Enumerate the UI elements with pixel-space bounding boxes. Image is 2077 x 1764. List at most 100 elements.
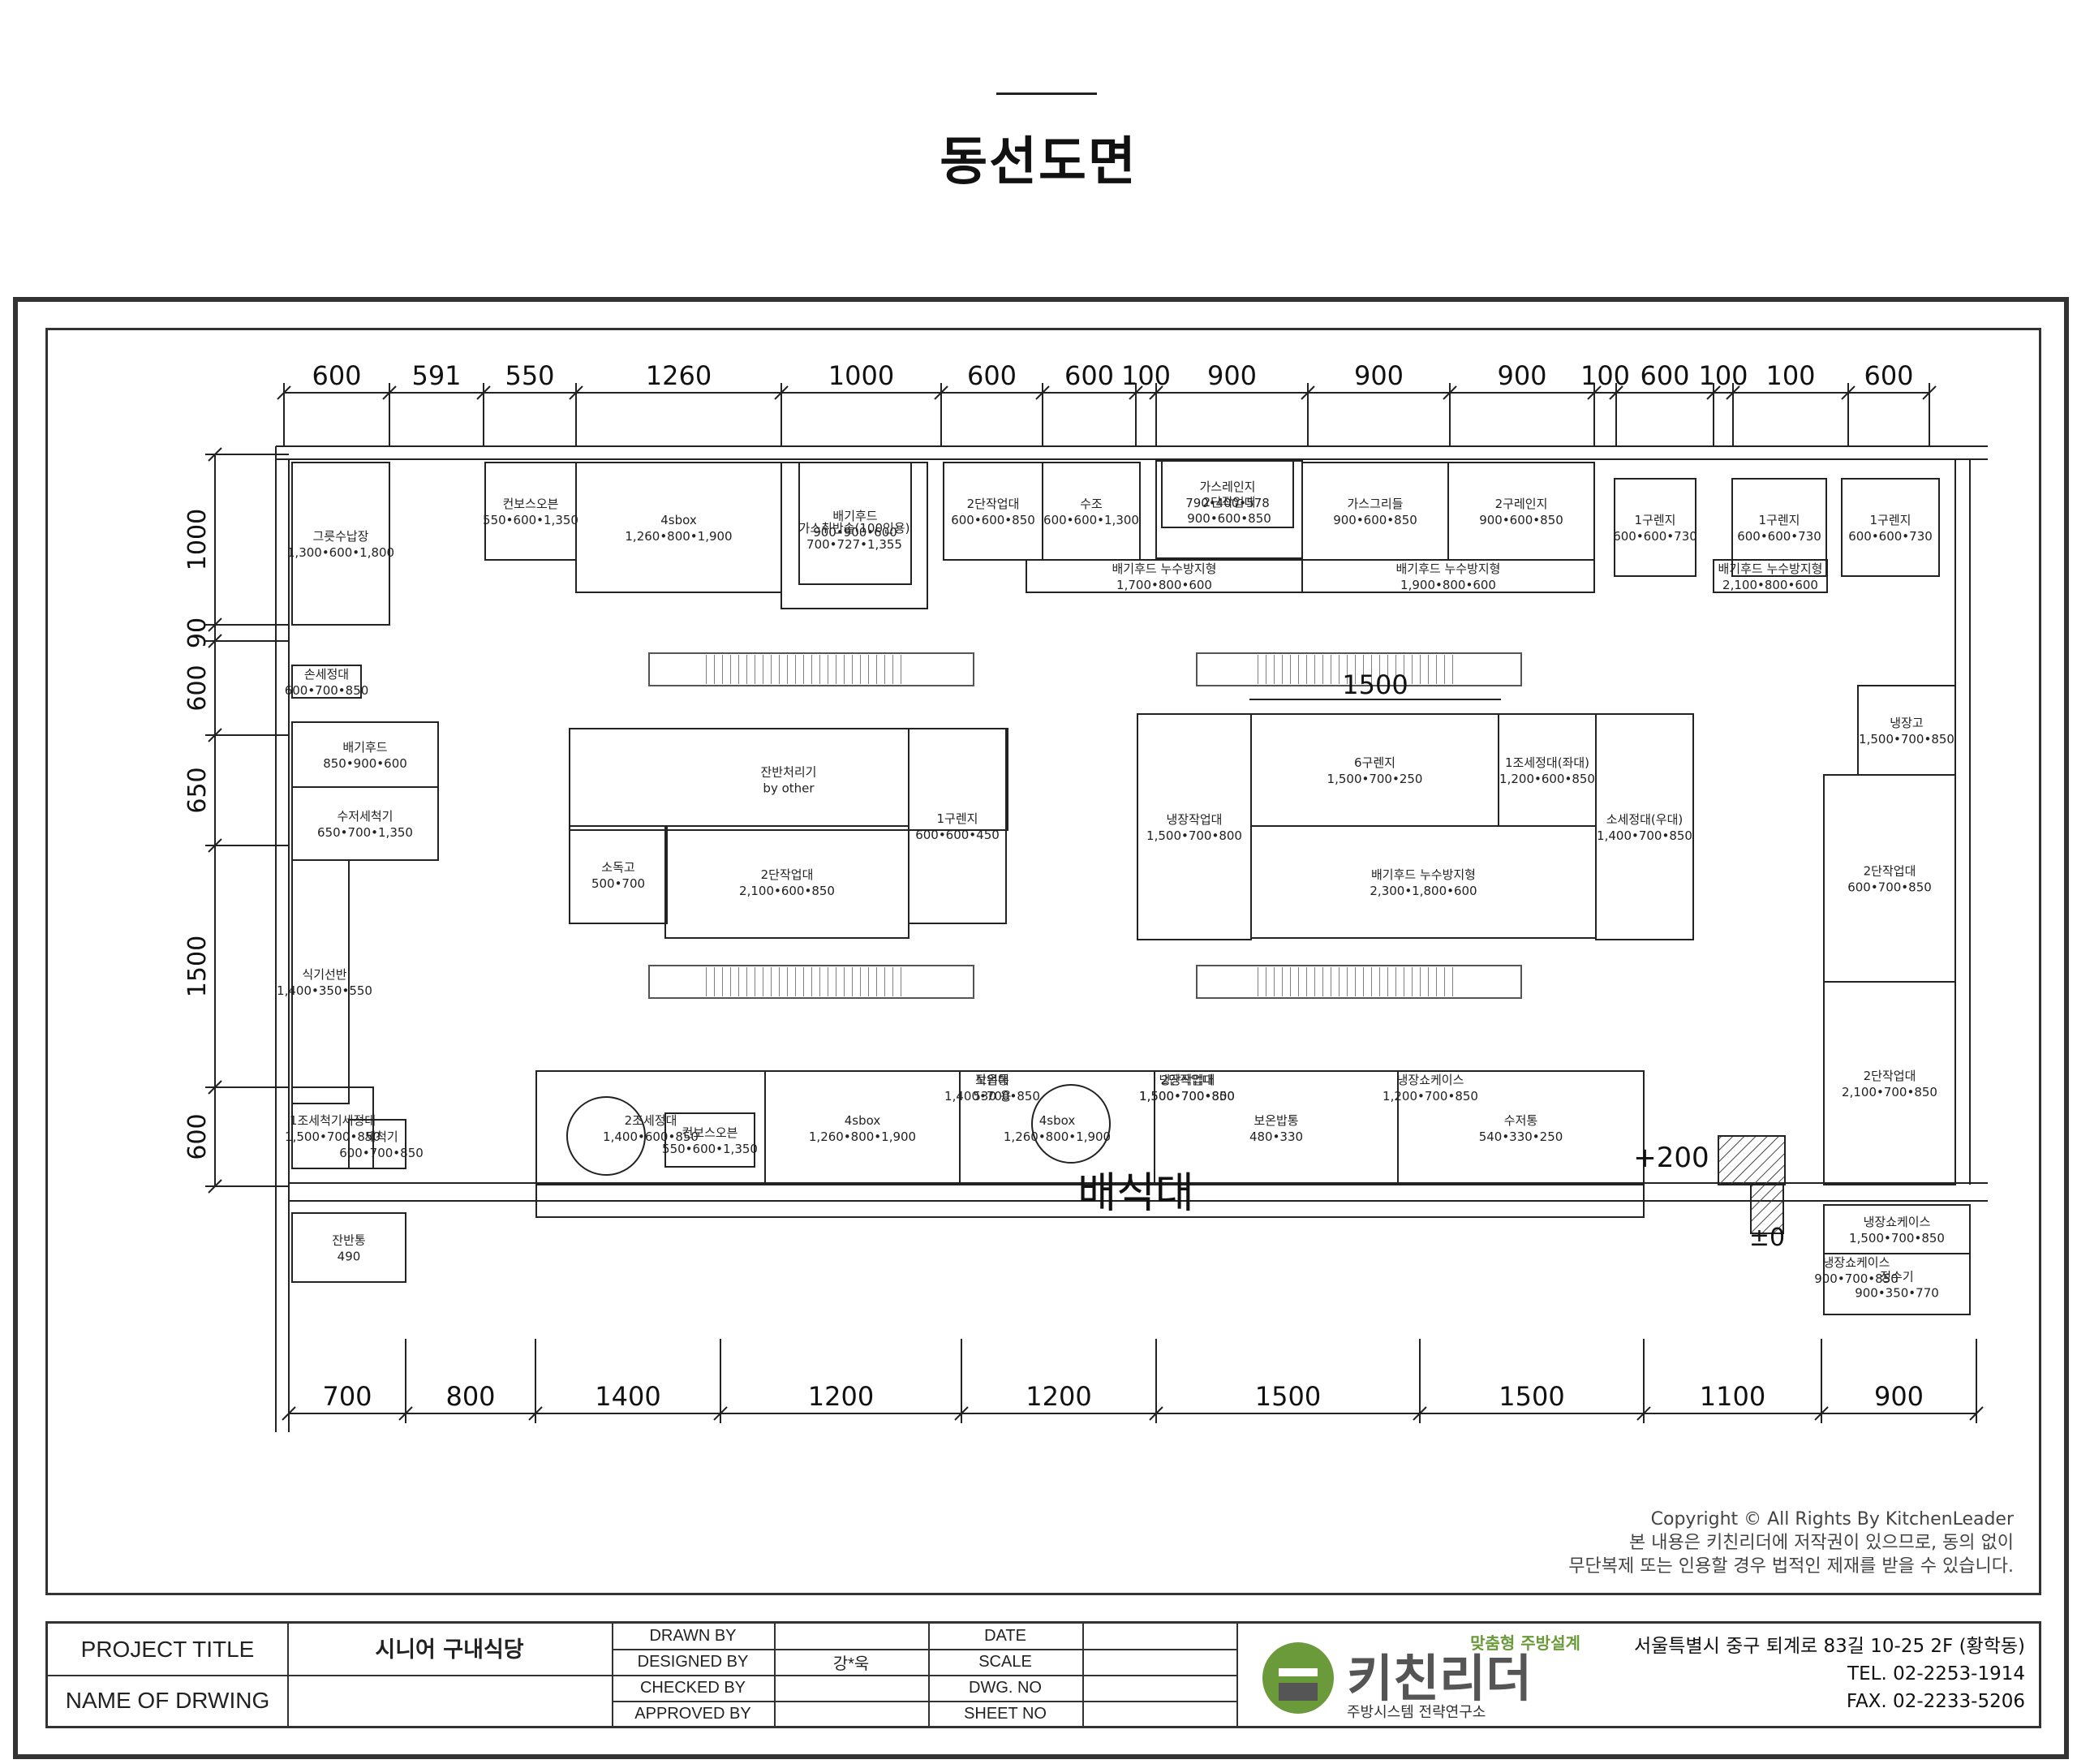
level-step-hatch-lower: [1750, 1184, 1784, 1234]
level-zero-label: ±0: [1749, 1224, 1785, 1252]
equipment-name: 배기후드 누수방지형: [1396, 561, 1501, 576]
left-dim-label: 90: [183, 617, 212, 648]
equipment-spec: 530 용: [973, 1089, 1011, 1104]
equipment-spec: 600•700•850: [285, 683, 369, 698]
equipment-name: 1조세정대(좌대): [1505, 755, 1589, 770]
hood-strip: [1196, 965, 1522, 999]
equipment-spec: 1,260•800•1,900: [809, 1129, 916, 1144]
bottom-dim-label: 900: [1874, 1381, 1924, 1412]
left-dim-label: 600: [183, 1113, 212, 1160]
equipment-name: 잔반통: [332, 1233, 365, 1248]
equipment-name: 2단작업대: [1161, 1073, 1214, 1087]
top-dim-label: 1000: [828, 360, 894, 391]
equipment-name: 작업대: [975, 1073, 1008, 1087]
bottom-dim-label: 800: [445, 1381, 495, 1412]
equipment-box: [348, 1119, 406, 1169]
top-dim-label: 100: [1580, 360, 1630, 391]
equipment-name: 6구렌지: [1354, 755, 1395, 770]
equipment-spec: 490: [338, 1250, 361, 1264]
equipment-box: [1042, 462, 1141, 561]
equipment-spec: 1,200•600•850: [1499, 772, 1595, 786]
project-title-label: PROJECT TITLE: [80, 1636, 255, 1662]
equipment-name: 세척기: [364, 1129, 398, 1144]
equipment-box: [575, 462, 782, 593]
equipment-spec: 1,260•800•1,900: [1004, 1129, 1111, 1144]
equipment-spec: 600•600•730: [1848, 529, 1933, 544]
equipment-box: [569, 728, 1008, 831]
equipment-name: 가스그리들: [1347, 497, 1403, 511]
designed-by-label: DESIGNED BY: [637, 1652, 749, 1671]
equipment-spec: 600•600•450: [915, 828, 1000, 842]
address-line: 서울특별시 중구 퇴계로 83길 10-25 2F (황학동): [1633, 1636, 2025, 1657]
equipment-spec: 1,500•700•850: [1859, 732, 1954, 746]
equipment-spec: 900•900•600: [813, 525, 897, 540]
equipment-name: 배기후드: [342, 740, 387, 755]
equipment-spec: 900•700•850: [1814, 1271, 1899, 1286]
equipment-box: [1498, 713, 1597, 827]
drawing-frame-outer: [13, 297, 2069, 1759]
copyright-line1: Copyright © All Rights By KitchenLeader: [1650, 1509, 2014, 1530]
equipment-name: 2조세정대: [625, 1113, 677, 1128]
equipment-box: [1154, 1070, 1399, 1185]
equipment-box: [1841, 478, 1940, 577]
equipment-box: [1823, 1204, 1971, 1254]
designer-value: 강*욱: [832, 1654, 870, 1673]
equipment-box: [943, 462, 1043, 561]
equipment-spec: 480•330: [1249, 1129, 1303, 1144]
equipment-spec: 1,900•800•600: [1400, 578, 1496, 592]
equipment-spec: 540•330•250: [1479, 1129, 1563, 1144]
equipment-box: [1823, 1253, 1971, 1315]
equipment-spec: 600•700•850: [339, 1146, 424, 1160]
equipment-spec: 900•600•850: [1333, 513, 1417, 527]
date-label: DATE: [984, 1627, 1026, 1645]
equipment-box: [1301, 462, 1449, 561]
equipment-box: [1397, 1070, 1645, 1185]
equipment-name: 배기후드 누수방지형: [1718, 561, 1823, 576]
equipment-spec: 1,500•700•800: [1139, 1089, 1235, 1104]
project-title-value: 시니어 구내식당: [375, 1637, 524, 1663]
brand-logo-mark: [1262, 1642, 1334, 1714]
equipment-box: [291, 462, 390, 626]
equipment-spec: 1,700•800•600: [1116, 578, 1212, 592]
equipment-name: 수조: [1080, 497, 1103, 511]
equipment-name: 1구렌지: [1870, 513, 1911, 527]
sheet-no-label: SHEET NO: [964, 1704, 1047, 1723]
equipment-name: 2구레인지: [1495, 497, 1548, 511]
equipment-spec: 1,500•700•850: [285, 1129, 381, 1144]
equipment-name: 정수기: [1880, 1270, 1913, 1284]
left-dim-label: 650: [183, 767, 212, 813]
equipment-name: 배기후드 누수방지형: [1112, 561, 1217, 576]
equipment-name: 2단작업대: [1864, 864, 1916, 879]
top-dim-label: 600: [1640, 360, 1689, 391]
equipment-spec: 600•600•850: [951, 513, 1035, 527]
equipment-name: 식기선반: [302, 967, 346, 982]
hood-strip: [1196, 652, 1522, 686]
equipment-spec: 1,500•700•850: [1139, 1089, 1235, 1104]
top-dim-label: 100: [1765, 360, 1815, 391]
equipment-box: [1137, 713, 1252, 940]
copyright-notice: Copyright © All Rights By KitchenLeader …: [1568, 1508, 2014, 1578]
equipment-name: 4sbox: [1039, 1113, 1076, 1128]
equipment-box: [291, 786, 439, 861]
left-dim-label: 1500: [183, 936, 212, 997]
equipment-box: [291, 859, 350, 1104]
equipment-spec: 900•350•770: [1855, 1286, 1939, 1301]
equipment-spec: by other: [763, 781, 815, 796]
top-dim-label: 100: [1121, 360, 1171, 391]
equipment-name: 가스취반솥(100인용): [799, 521, 910, 536]
equipment-box: [291, 665, 362, 699]
hood-hatch: [1254, 967, 1456, 996]
equipment-box: [1250, 713, 1499, 827]
hood-hatch: [706, 655, 909, 684]
hood-strip: [648, 652, 974, 686]
equipment-box: [1250, 825, 1597, 939]
equipment-name: 소세정대(우대): [1606, 812, 1684, 827]
serving-table-label: 배식대: [1077, 1169, 1194, 1218]
brand-logo: 맞춤형 주방설계 키친리더 주방시스템 전략연구소: [1262, 1633, 1580, 1720]
equipment-spec: 1,400•700•850: [944, 1089, 1040, 1104]
checked-by-label: CHECKED BY: [639, 1678, 746, 1697]
equipment-name: 배기후드: [832, 509, 877, 523]
equipment-box: [1301, 559, 1595, 593]
fax-line: FAX. 02-2233-5206: [1846, 1691, 2025, 1712]
